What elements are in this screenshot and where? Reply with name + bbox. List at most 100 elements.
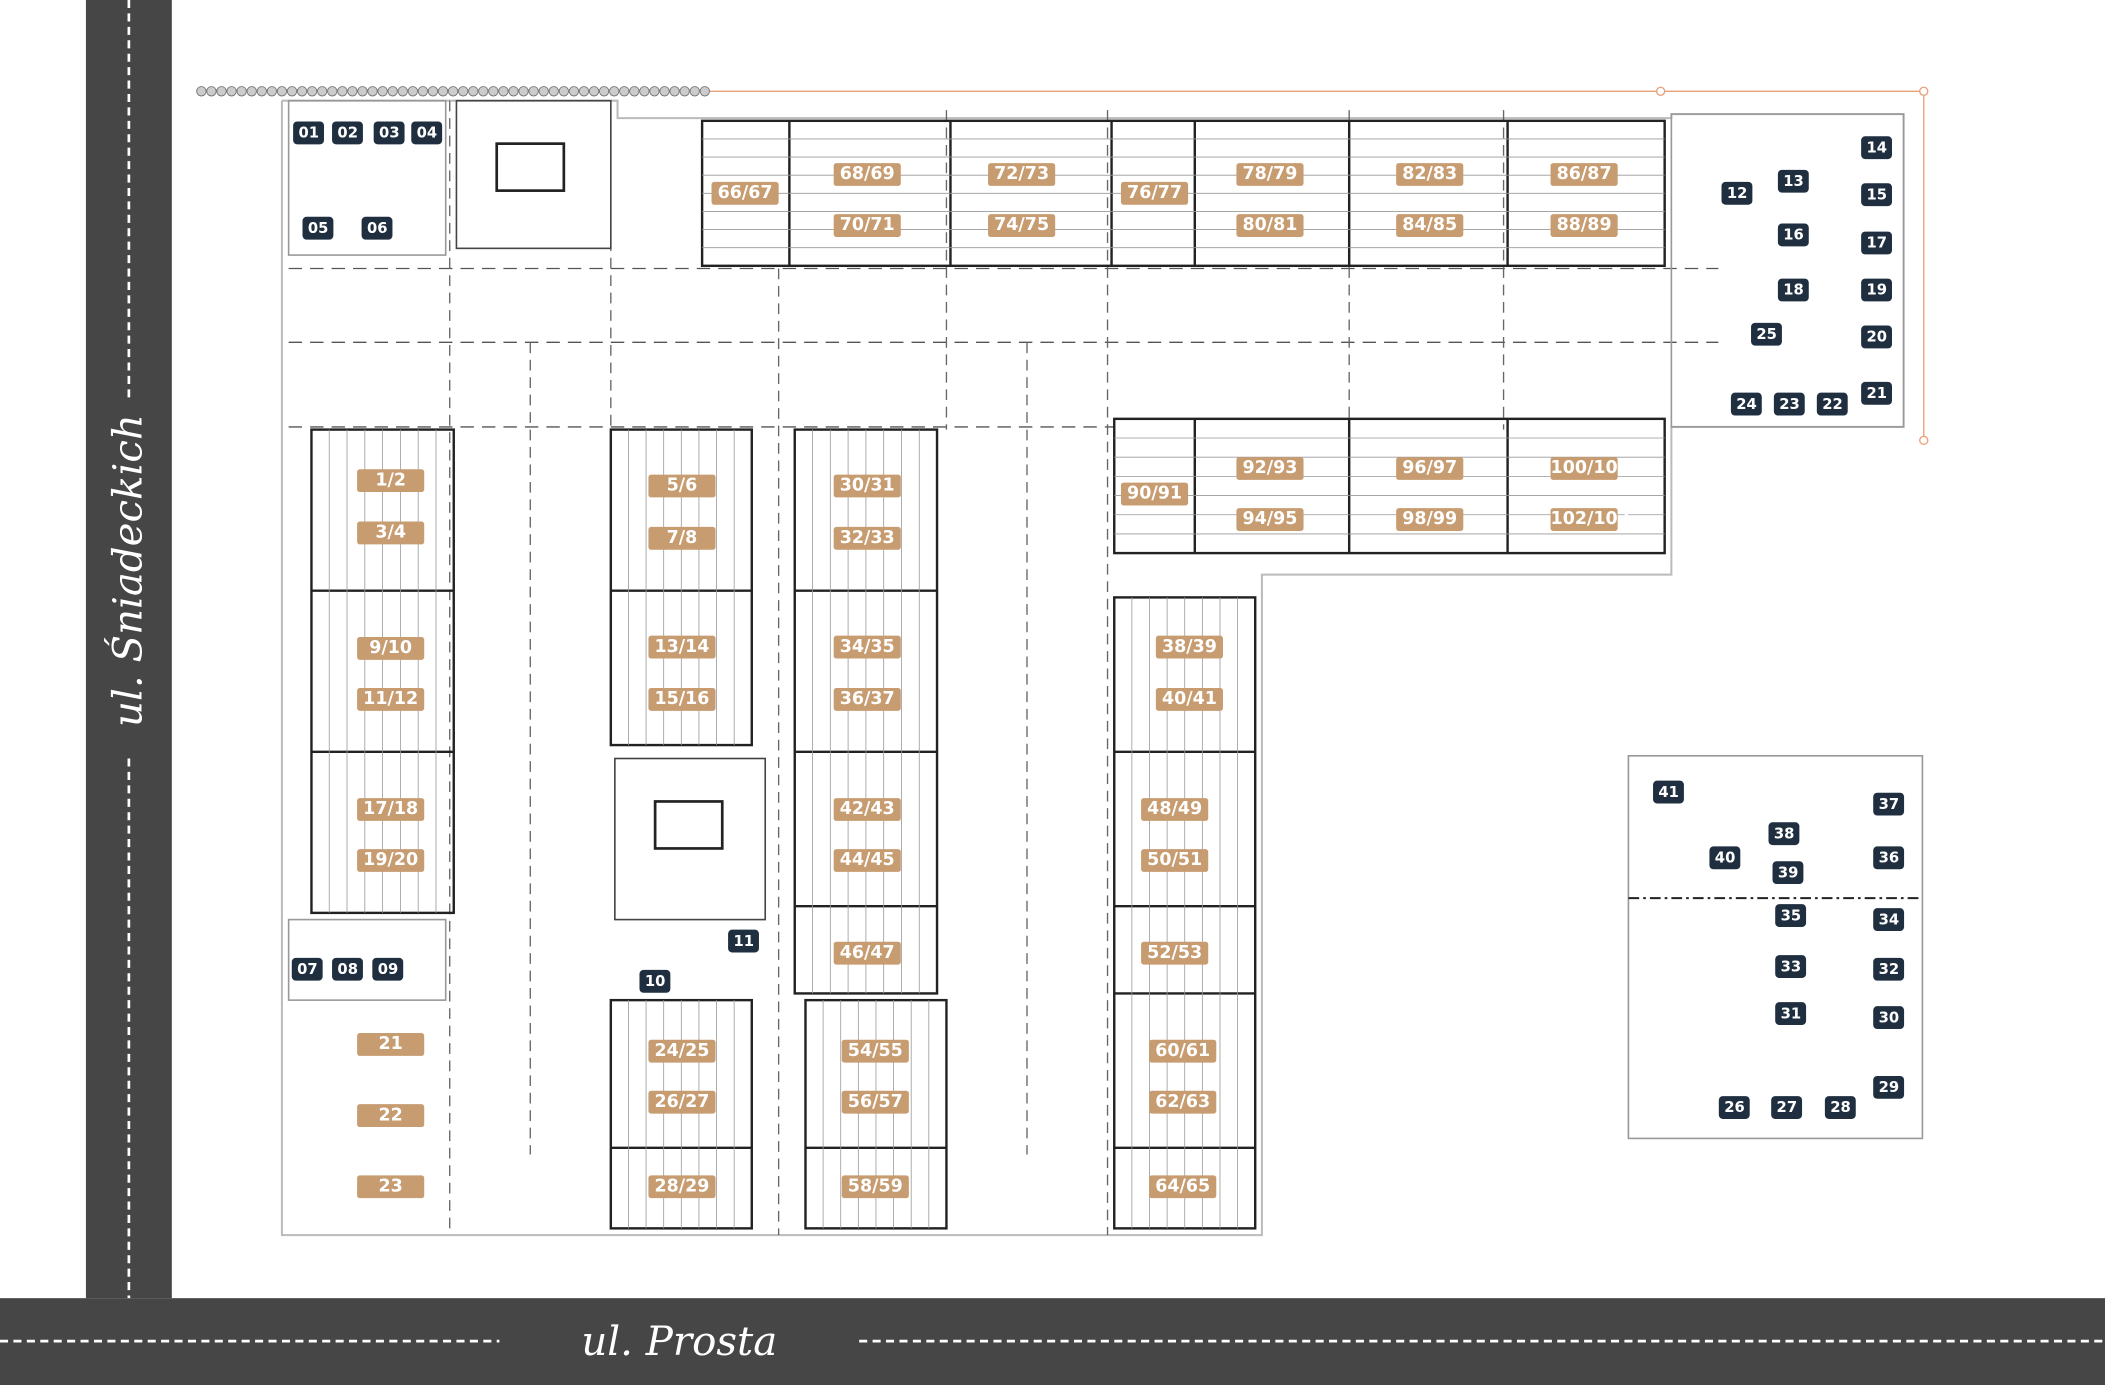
parking-space-badge[interactable]: 1/2	[357, 469, 425, 493]
parking-space-badge[interactable]: 11/12	[357, 688, 425, 711]
parking-space-badge[interactable]: 5/6	[648, 474, 716, 498]
parking-space-badge[interactable]: 102/103	[1550, 508, 1630, 531]
hedge-circle	[387, 86, 398, 97]
parking-space-badge[interactable]: 48/49	[1141, 798, 1209, 821]
parking-space-badge[interactable]: 24/25	[648, 1039, 716, 1063]
storage-unit-badge[interactable]: 23	[1773, 392, 1806, 416]
storage-unit-badge[interactable]: 13	[1777, 169, 1810, 193]
storage-unit-badge[interactable]: 28	[1824, 1096, 1857, 1119]
hedge-circle	[508, 86, 519, 97]
parking-space-badge[interactable]: 74/75	[988, 214, 1056, 237]
storage-unit-badge[interactable]: 24	[1730, 392, 1763, 416]
parking-space-badge[interactable]: 68/69	[833, 163, 901, 186]
storage-unit-badge[interactable]: 36	[1873, 846, 1905, 870]
parking-space-badge[interactable]: 30/31	[833, 474, 901, 498]
parking-space-badge[interactable]: 100/101	[1550, 457, 1630, 480]
parking-space-badge[interactable]: 34/35	[833, 635, 901, 659]
parking-space-badge[interactable]: 26/27	[648, 1090, 716, 1114]
storage-unit-badge[interactable]: 07	[291, 957, 324, 981]
parking-space-badge[interactable]: 88/89	[1550, 214, 1618, 237]
parking-space-badge[interactable]: 9/10	[357, 637, 425, 660]
parking-space-badge[interactable]: 54/55	[841, 1039, 909, 1063]
parking-space-badge[interactable]: 28/29	[648, 1175, 716, 1199]
storage-unit-badge[interactable]: 39	[1772, 861, 1804, 885]
storage-unit-badge[interactable]: 38	[1768, 822, 1800, 846]
storage-unit-badge[interactable]: 03	[373, 121, 405, 145]
storage-unit-badge[interactable]: 34	[1873, 908, 1905, 932]
parking-space-badge[interactable]: 13/14	[648, 635, 716, 659]
storage-unit-badge[interactable]: 22	[1816, 392, 1849, 416]
storage-unit-badge[interactable]: 19	[1861, 278, 1893, 302]
storage-unit-badge[interactable]: 40	[1709, 846, 1741, 870]
hedge-circle	[306, 86, 318, 97]
parking-space-badge[interactable]: 76/77	[1120, 181, 1189, 205]
storage-unit-badge[interactable]: 11	[728, 929, 760, 953]
storage-unit-badge[interactable]: 29	[1873, 1075, 1905, 1099]
storage-unit-badge[interactable]: 08	[332, 957, 364, 981]
parking-space-badge[interactable]: 64/65	[1149, 1175, 1217, 1199]
storage-unit-badge[interactable]: 32	[1873, 957, 1905, 981]
parking-space-badge[interactable]: 96/97	[1396, 457, 1464, 480]
parking-space-badge[interactable]: 42/43	[833, 798, 901, 821]
parking-space-badge[interactable]: 36/37	[833, 688, 901, 711]
storage-unit-badge[interactable]: 05	[302, 216, 334, 240]
parking-space-badge[interactable]: 50/51	[1141, 849, 1209, 872]
storage-unit-badge[interactable]: 35	[1775, 904, 1807, 927]
parking-space-badge[interactable]: 21	[357, 1033, 425, 1056]
parking-space-badge[interactable]: 7/8	[648, 526, 716, 550]
storage-unit-badge[interactable]: 37	[1873, 792, 1905, 816]
parking-space-badge[interactable]: 46/47	[833, 941, 901, 965]
parking-space-badge[interactable]: 22	[357, 1104, 425, 1128]
storage-unit-badge[interactable]: 10	[639, 969, 671, 993]
storage-unit-badge[interactable]: 02	[332, 121, 364, 145]
storage-unit-badge[interactable]: 14	[1861, 136, 1893, 160]
storage-unit-badge[interactable]: 18	[1777, 278, 1810, 302]
parking-space-badge[interactable]: 17/18	[357, 798, 425, 821]
parking-space-badge[interactable]: 60/61	[1149, 1039, 1217, 1063]
parking-space-badge[interactable]: 78/79	[1236, 163, 1304, 186]
storage-unit-badge[interactable]: 25	[1751, 322, 1783, 346]
parking-space-badge[interactable]: 80/81	[1236, 214, 1304, 237]
storage-unit-badge[interactable]: 09	[372, 957, 404, 981]
hedge-circle	[276, 86, 288, 97]
storage-unit-badge[interactable]: 15	[1861, 183, 1893, 207]
hedge-circle	[528, 86, 539, 97]
storage-unit-badge[interactable]: 31	[1775, 1002, 1807, 1025]
parking-space-badge[interactable]: 98/99	[1396, 508, 1464, 531]
parking-space-badge[interactable]: 84/85	[1396, 214, 1464, 237]
parking-space-badge[interactable]: 82/83	[1396, 163, 1464, 186]
storage-unit-badge[interactable]: 41	[1653, 780, 1685, 804]
parking-space-badge[interactable]: 86/87	[1550, 163, 1618, 186]
storage-unit-badge[interactable]: 27	[1771, 1096, 1803, 1119]
parking-space-badge[interactable]: 32/33	[833, 526, 901, 550]
parking-space-badge[interactable]: 62/63	[1149, 1090, 1217, 1114]
storage-unit-badge[interactable]: 04	[411, 121, 443, 145]
parking-space-badge[interactable]: 72/73	[988, 163, 1056, 186]
parking-space-badge[interactable]: 90/91	[1120, 482, 1189, 506]
parking-space-badge[interactable]: 23	[357, 1175, 425, 1199]
boundary-marker	[1919, 86, 1929, 96]
storage-unit-badge[interactable]: 21	[1861, 381, 1893, 405]
parking-space-badge[interactable]: 66/67	[711, 181, 779, 205]
storage-unit-badge[interactable]: 26	[1718, 1096, 1751, 1119]
parking-space-badge[interactable]: 15/16	[648, 688, 716, 711]
parking-space-badge[interactable]: 58/59	[841, 1175, 909, 1199]
parking-space-badge[interactable]: 52/53	[1141, 941, 1209, 965]
storage-unit-badge[interactable]: 06	[361, 216, 393, 240]
parking-space-badge[interactable]: 92/93	[1236, 457, 1304, 480]
storage-unit-badge[interactable]: 30	[1873, 1006, 1905, 1030]
parking-space-badge[interactable]: 19/20	[357, 849, 425, 872]
parking-space-badge[interactable]: 94/95	[1236, 508, 1304, 531]
storage-unit-badge[interactable]: 17	[1861, 231, 1893, 255]
parking-space-badge[interactable]: 38/39	[1155, 635, 1223, 659]
storage-unit-badge[interactable]: 33	[1775, 955, 1807, 978]
storage-unit-badge[interactable]: 01	[293, 121, 325, 145]
parking-space-badge[interactable]: 40/41	[1155, 688, 1223, 711]
parking-space-badge[interactable]: 70/71	[833, 214, 901, 237]
parking-space-badge[interactable]: 56/57	[841, 1090, 909, 1114]
storage-unit-badge[interactable]: 16	[1777, 223, 1810, 247]
parking-space-badge[interactable]: 3/4	[357, 521, 425, 545]
parking-space-badge[interactable]: 44/45	[833, 849, 901, 872]
storage-unit-badge[interactable]: 12	[1721, 181, 1753, 205]
storage-unit-badge[interactable]: 20	[1861, 325, 1893, 349]
